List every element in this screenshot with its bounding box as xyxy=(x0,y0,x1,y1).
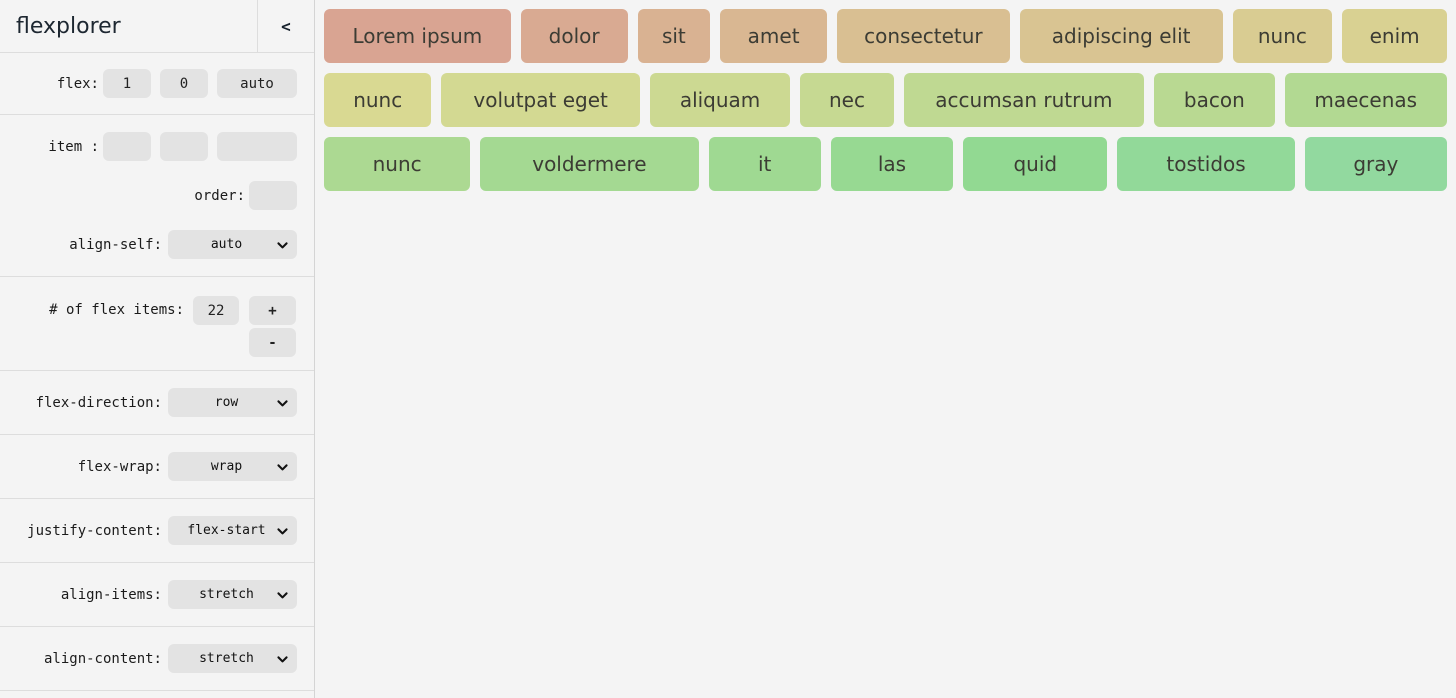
align-items-section: align-items: stretch xyxy=(0,563,314,627)
flex-label: flex: xyxy=(56,75,99,92)
flex-item: las xyxy=(830,137,954,191)
justify-content-select[interactable]: flex-start xyxy=(168,516,297,545)
chevron-left-icon: < xyxy=(281,16,291,36)
flex-item: accumsan rutrum xyxy=(903,73,1145,127)
order-input[interactable] xyxy=(249,181,297,210)
align-self-label: align-self: xyxy=(69,236,162,253)
flex-item: sit xyxy=(637,9,711,63)
justify-content-row: justify-content: flex-start xyxy=(0,516,297,545)
flex-wrap-row: flex-wrap: wrap xyxy=(0,452,297,481)
flex-item: aliquam xyxy=(649,73,791,127)
align-content-label: align-content: xyxy=(43,650,162,667)
item-inputs xyxy=(103,132,297,161)
flex-direction-row: flex-direction: row xyxy=(0,388,297,417)
item-count-section: # of flex items: + - xyxy=(0,277,314,371)
flex-item: adipiscing elit xyxy=(1019,9,1223,63)
flex-item: amet xyxy=(720,9,827,63)
item-count-label: # of flex items: xyxy=(49,302,184,318)
flex-item: maecenas xyxy=(1284,73,1447,127)
item-label: item : xyxy=(48,138,99,155)
flex-item: Lorem ipsum xyxy=(324,9,511,63)
flex-grow-input[interactable] xyxy=(103,69,151,98)
item-section: item : order: align-self: auto xyxy=(0,115,314,277)
item-row: item : xyxy=(0,132,297,161)
flex-item: voldermere xyxy=(480,137,699,191)
flex-item: gray xyxy=(1304,137,1447,191)
align-content-section: align-content: stretch xyxy=(0,627,314,691)
item-count-row: # of flex items: + - xyxy=(0,296,296,357)
flex-item: enim xyxy=(1342,9,1447,63)
justify-content-section: justify-content: flex-start xyxy=(0,499,314,563)
align-items-select[interactable]: stretch xyxy=(168,580,297,609)
flex-wrap-label: flex-wrap: xyxy=(77,458,162,475)
item-flex-grow-input[interactable] xyxy=(103,132,151,161)
flex-item: nunc xyxy=(1232,9,1333,63)
flex-row: flex: xyxy=(0,69,297,98)
sidebar: flexplorer < flex: item : xyxy=(0,0,315,698)
minus-icon: - xyxy=(268,334,277,351)
item-flex-basis-input[interactable] xyxy=(217,132,297,161)
align-content-row: align-content: stretch xyxy=(0,644,297,673)
flex-item: consectetur xyxy=(837,9,1010,63)
flex-wrap-section: flex-wrap: wrap xyxy=(0,435,314,499)
add-item-button[interactable]: + xyxy=(249,296,296,325)
order-row: order: xyxy=(0,181,297,210)
item-count-buttons: + - xyxy=(249,296,296,357)
flex-shorthand-section: flex: xyxy=(0,53,314,115)
flex-item: quid xyxy=(963,137,1108,191)
align-self-select[interactable]: auto xyxy=(168,230,297,259)
flex-shrink-input[interactable] xyxy=(160,69,208,98)
flex-wrap-select[interactable]: wrap xyxy=(168,452,297,481)
flex-direction-label: flex-direction: xyxy=(35,394,162,411)
flex-direction-select[interactable]: row xyxy=(168,388,297,417)
flex-item: tostidos xyxy=(1117,137,1295,191)
item-flex-shrink-input[interactable] xyxy=(160,132,208,161)
item-count-input[interactable] xyxy=(193,296,239,325)
app-title: flexplorer xyxy=(16,13,121,39)
remove-item-button[interactable]: - xyxy=(249,328,296,357)
flex-item: nunc xyxy=(324,137,471,191)
align-content-select[interactable]: stretch xyxy=(168,644,297,673)
flex-item: it xyxy=(708,137,821,191)
flex-item: nunc xyxy=(324,73,432,127)
flex-basis-input[interactable] xyxy=(217,69,297,98)
flex-item: dolor xyxy=(520,9,628,63)
sidebar-header: flexplorer < xyxy=(0,0,314,53)
flex-direction-section: flex-direction: row xyxy=(0,371,314,435)
order-label: order: xyxy=(194,187,245,204)
justify-content-label: justify-content: xyxy=(27,522,162,539)
flex-item: bacon xyxy=(1154,73,1275,127)
align-self-row: align-self: auto xyxy=(0,230,297,259)
flex-item: volutpat eget xyxy=(441,73,640,127)
plus-icon: + xyxy=(268,302,277,319)
align-items-label: align-items: xyxy=(60,586,162,603)
align-items-row: align-items: stretch xyxy=(0,580,297,609)
flex-inputs xyxy=(103,69,297,98)
collapse-sidebar-button[interactable]: < xyxy=(257,0,314,52)
flex-item: nec xyxy=(800,73,894,127)
